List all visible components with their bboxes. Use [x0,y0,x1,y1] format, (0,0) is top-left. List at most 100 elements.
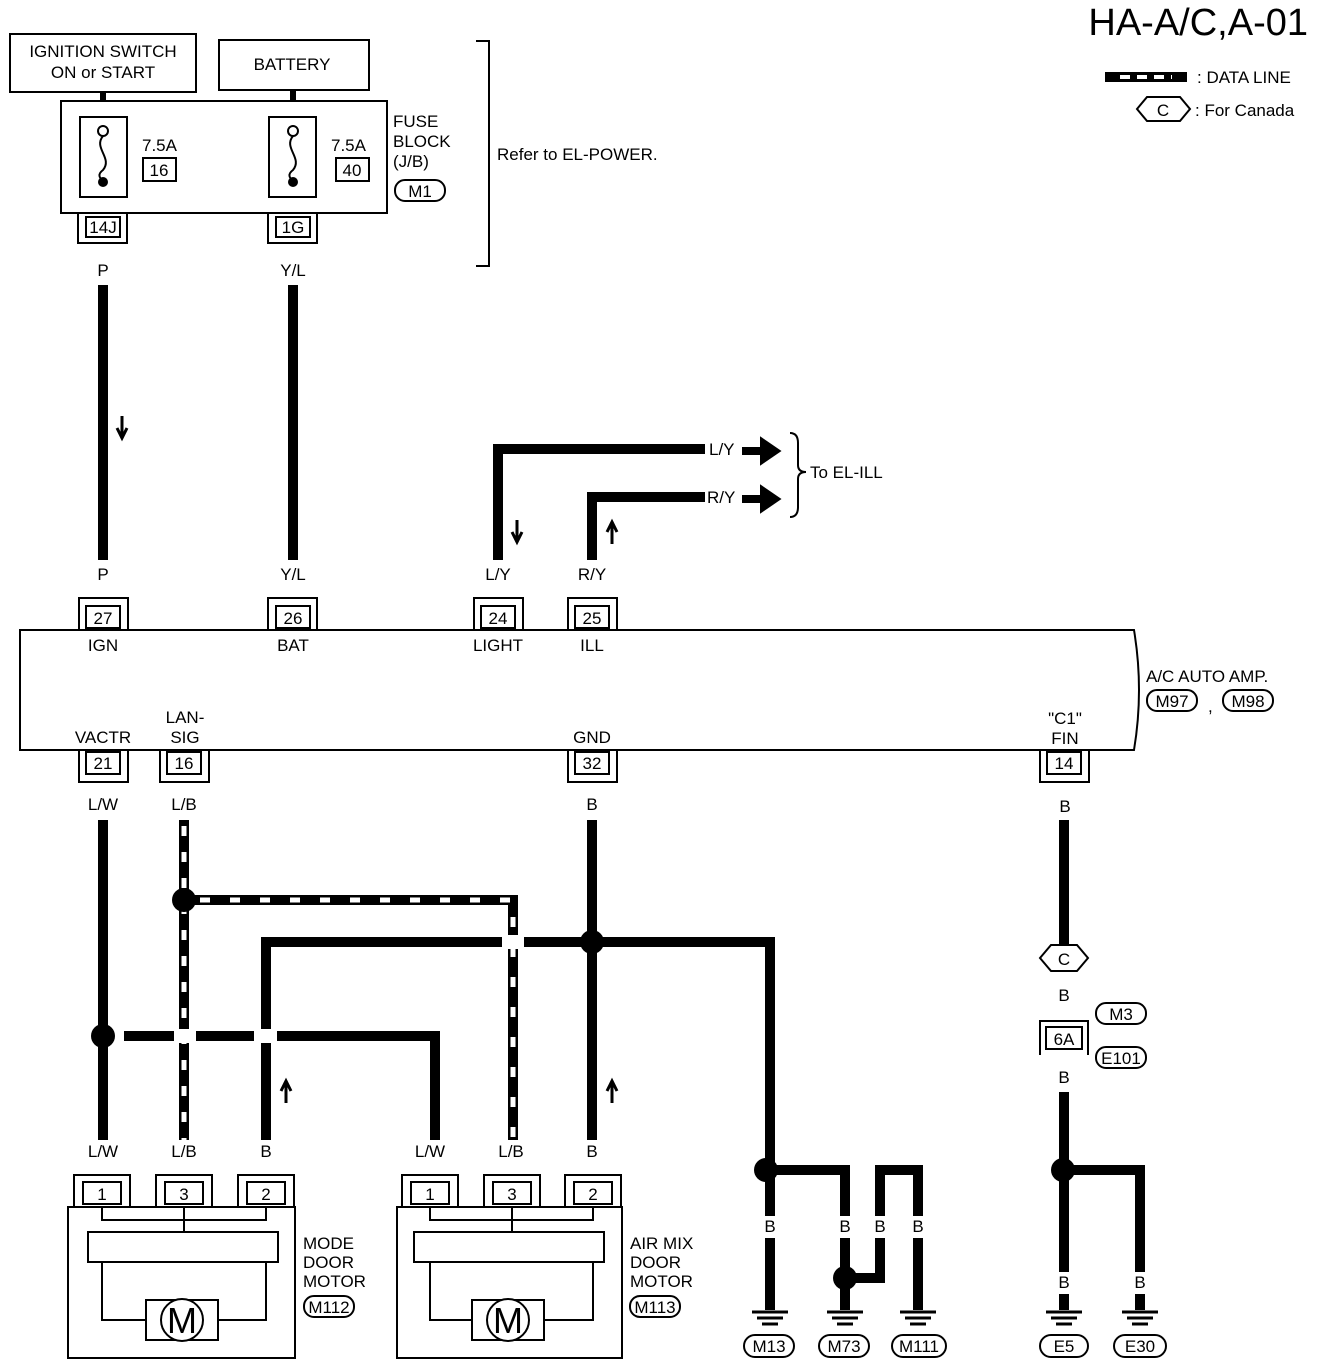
svg-text:3: 3 [179,1185,188,1204]
mode-door-motor: L/W L/B B 1 3 2 M [67,1142,296,1359]
wire-label-fin-mid: B [1058,986,1069,1005]
ground-wire-e5: B [1058,1273,1069,1292]
refer-el-power: Refer to EL-POWER. [497,145,658,164]
svg-text:BAT: BAT [277,636,309,655]
wire-lb-data-line [179,820,518,1140]
svg-text:2: 2 [588,1185,597,1204]
svg-text:25: 25 [583,609,602,628]
wire-label-ry-bottom: R/Y [578,565,606,584]
svg-text:LIGHT: LIGHT [473,636,523,655]
svg-text:1: 1 [97,1185,106,1204]
svg-text:C: C [1157,101,1169,120]
fuse-block-label-1: FUSE [393,112,438,131]
svg-text:IGNITION SWITCH: IGNITION SWITCH [29,42,176,61]
legend-canada: : For Canada [1195,101,1295,120]
svg-text:L/B: L/B [171,1142,197,1161]
legend: : DATA LINE C : For Canada [1105,68,1295,122]
fuse-16-number: 16 [150,161,169,180]
ground-wire-e30: B [1134,1273,1145,1292]
connector-6a: 6A [1039,1020,1089,1055]
fuse-block-label-2: BLOCK [393,132,451,151]
svg-text:ON or START: ON or START [51,63,155,82]
svg-text:M: M [493,1300,523,1341]
ac-auto-amp-box [19,629,1140,751]
svg-text:32: 32 [583,754,602,773]
wire-label-yl-bottom: Y/L [280,565,306,584]
connector-m3: M3 [1109,1005,1133,1024]
amp-name-lan: LAN- [166,708,205,727]
svg-text:L/B: L/B [498,1142,524,1161]
wire-label-yl-top: Y/L [280,261,306,280]
ground-wire-extra: B [874,1217,885,1236]
svg-text:14J: 14J [89,218,116,237]
fuse-block-label-3: (J/B) [393,152,429,171]
air-mix-door-motor: L/W L/B B 1 3 2 M [396,1142,623,1359]
wire-label-gnd-top: B [586,795,597,814]
wire-label-ry-right: R/Y [707,488,735,507]
svg-text:3: 3 [507,1185,516,1204]
fuse-icon [268,116,317,198]
wire-label-ly-bottom: L/Y [485,565,511,584]
wire-label-lb-top: L/B [171,795,197,814]
mode-door-motor-label-2: DOOR [303,1253,354,1272]
air-mix-motor-label-3: MOTOR [630,1272,693,1291]
svg-text:IGN: IGN [88,636,118,655]
wire-lw [98,820,440,1140]
current-arrow-icon [279,1077,293,1103]
splice-dot-icon [754,1158,778,1182]
canada-symbol: C [1038,944,1090,972]
ignition-switch-box: IGNITION SWITCH ON or START [9,33,197,93]
amp-connector-m98: M98 [1231,692,1264,711]
legend-data-line: : DATA LINE [1197,68,1291,87]
wire-label-p-bottom: P [97,565,108,584]
current-arrow-icon [605,1077,619,1103]
svg-text:6A: 6A [1054,1030,1075,1049]
arrow-ly-icon [742,436,782,466]
amp-pin-27: 27 IGN [78,597,129,655]
mode-door-motor-label-1: MODE [303,1234,354,1253]
mode-door-motor-connector: M112 [308,1298,349,1317]
current-arrow-icon [510,520,524,546]
svg-text:27: 27 [94,609,113,628]
svg-text:24: 24 [489,609,508,628]
air-mix-motor-label-2: DOOR [630,1253,681,1272]
mode-door-motor-label-3: MOTOR [303,1272,366,1291]
amp-name-fin: FIN [1051,729,1078,748]
wire-label-lw-top: L/W [88,795,118,814]
amp-label: A/C AUTO AMP. [1146,667,1268,686]
wire-label-p-top: P [97,261,108,280]
ground-label-e5: E5 [1054,1337,1075,1356]
amp-name-gnd: GND [573,728,611,747]
arrow-ry-icon [742,484,782,514]
ground-label-e30: E30 [1125,1337,1155,1356]
svg-text:1: 1 [425,1185,434,1204]
splice-dot-icon [172,888,196,912]
amp-name-c1: "C1" [1048,709,1082,728]
svg-text:ILL: ILL [580,636,604,655]
current-arrow-icon [115,416,129,442]
wire-ry [587,492,705,560]
ground-icon [827,1310,863,1326]
ground-wire-m73: B [839,1217,850,1236]
ground-icon [752,1310,788,1326]
wire-b-ground [261,820,923,1310]
svg-text:21: 21 [94,754,113,773]
fuse-40-amps: 7.5A [331,136,367,155]
air-mix-motor-connector: M113 [634,1298,675,1317]
amp-pin-16: 16 [159,750,210,783]
fuse-block-connector: M1 [408,182,432,201]
amp-pin-25: 25 ILL [567,597,618,655]
splice-dot-icon [580,930,604,954]
air-mix-motor-label-1: AIR MIX [630,1234,693,1253]
svg-text:M: M [167,1300,197,1341]
svg-text:C: C [1058,950,1070,969]
connector-e101: E101 [1101,1049,1141,1068]
refer-bracket [476,40,490,267]
amp-pin-26: 26 BAT [267,597,318,655]
svg-text:14: 14 [1055,754,1074,773]
svg-text:16: 16 [175,754,194,773]
splice-dot-icon [833,1266,857,1290]
fuse-icon [79,116,128,198]
ground-label-m73: M73 [827,1337,860,1356]
